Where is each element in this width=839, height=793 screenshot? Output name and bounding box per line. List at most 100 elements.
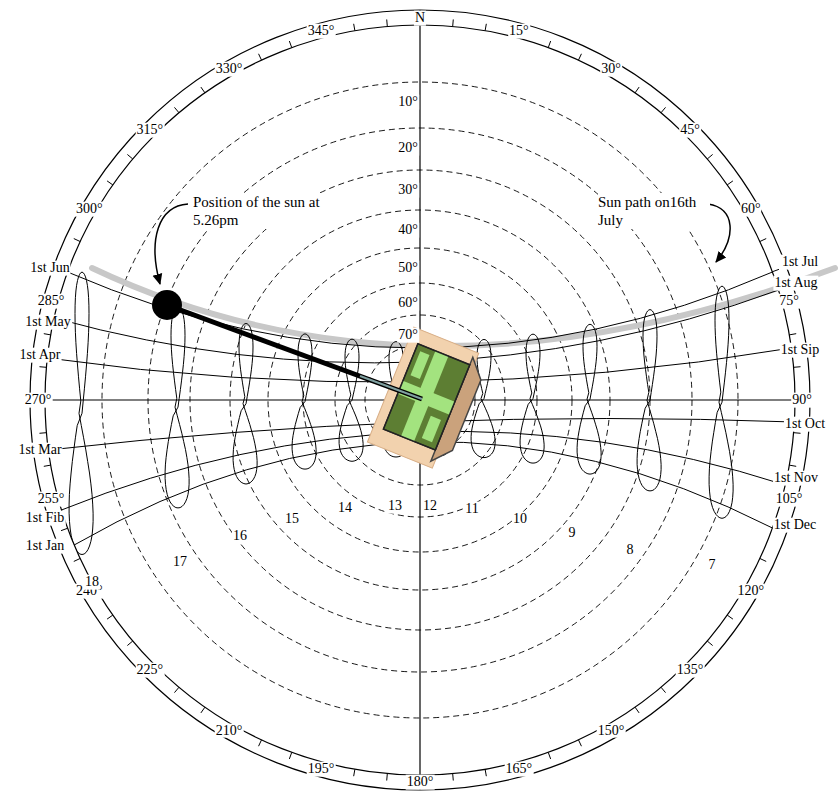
altitude-label: 30° xyxy=(397,183,419,198)
compass-tick xyxy=(174,107,178,112)
compass-tick xyxy=(794,432,801,434)
sun-ray xyxy=(152,290,422,399)
compass-tick xyxy=(548,41,550,48)
compass-tick xyxy=(452,19,454,26)
compass-tick xyxy=(760,558,766,561)
compass-tick xyxy=(201,707,205,713)
date-lines xyxy=(47,272,794,545)
compass-tick xyxy=(74,558,80,561)
bearing-label: 180° xyxy=(406,775,435,790)
callout-note: Position of the sun at 5.26pm xyxy=(193,193,325,229)
bearing-label: 135° xyxy=(676,663,705,678)
north-label: N xyxy=(414,11,426,26)
bearing-label: 225° xyxy=(136,663,165,678)
compass-tick xyxy=(354,769,355,776)
hour-label: 12 xyxy=(422,499,438,514)
compass-tick xyxy=(386,19,388,26)
compass-tick xyxy=(789,465,796,466)
hour-label: 17 xyxy=(172,555,188,570)
compass-tick xyxy=(259,740,262,746)
hour-label: 18 xyxy=(84,575,100,590)
analemma xyxy=(233,324,257,485)
altitude-label: 50° xyxy=(397,261,419,276)
compass-tick xyxy=(39,432,46,434)
altitude-label: 70° xyxy=(397,328,419,343)
compass-tick xyxy=(354,24,355,31)
month-label: 1st Sip xyxy=(780,343,821,358)
bearing-label: 330° xyxy=(215,62,244,77)
analemma xyxy=(69,272,93,554)
bearing-label: 255° xyxy=(37,492,66,507)
altitude-label: 20° xyxy=(397,141,419,156)
compass-tick xyxy=(635,87,639,93)
analemma xyxy=(637,310,661,491)
bearing-label: 270° xyxy=(24,393,53,408)
analemma xyxy=(577,324,601,474)
axes xyxy=(45,25,795,775)
hour-label: 9 xyxy=(568,526,577,541)
compass-ring xyxy=(30,10,810,790)
month-label: 1st Mar xyxy=(17,443,62,458)
bearing-label: 285° xyxy=(37,294,66,309)
bearing-label: 195° xyxy=(307,762,336,777)
hour-label: 16 xyxy=(232,529,248,544)
compass-tick xyxy=(452,774,454,781)
hour-analemmas xyxy=(69,272,733,554)
compass-tick xyxy=(386,774,388,781)
altitude-label: 40° xyxy=(397,223,419,238)
compass-tick xyxy=(578,54,581,60)
compass-tick xyxy=(485,769,486,776)
bearing-label: 90° xyxy=(791,393,813,408)
compass-tick xyxy=(174,687,178,692)
bearing-label: 315° xyxy=(136,123,165,138)
compass-tick xyxy=(789,334,796,335)
month-label: 1st May xyxy=(24,315,72,330)
compass-tick xyxy=(289,41,291,48)
month-label: 1st Fib xyxy=(25,511,66,526)
compass-tick xyxy=(635,707,639,713)
bearing-label: 45° xyxy=(679,123,701,138)
july-sun-path xyxy=(92,268,835,346)
compass-tick xyxy=(707,641,712,645)
compass-tick xyxy=(74,239,80,242)
building-plan xyxy=(367,327,489,473)
hour-label: 7 xyxy=(708,558,717,573)
bearing-label: 150° xyxy=(597,723,626,738)
compass-tick xyxy=(772,269,779,271)
hour-label: 8 xyxy=(626,543,635,558)
compass-tick xyxy=(44,334,51,335)
hour-label: 15 xyxy=(284,512,300,527)
compass-tick xyxy=(578,740,581,746)
compass-tick xyxy=(727,615,733,619)
month-label: 1st Oct xyxy=(784,417,826,432)
month-label: 1st Dec xyxy=(773,518,817,533)
compass-tick xyxy=(485,24,486,31)
month-label: 1st Nov xyxy=(773,471,819,486)
bearing-label: 165° xyxy=(505,762,534,777)
compass-tick xyxy=(39,366,46,368)
compass-tick xyxy=(127,641,132,645)
altitude-label: 10° xyxy=(397,95,419,110)
month-label: 1st Jun xyxy=(29,261,70,276)
bearing-label: 345° xyxy=(307,24,336,39)
hour-label: 14 xyxy=(337,501,353,516)
compass-tick xyxy=(661,107,665,112)
hour-label: 10 xyxy=(512,512,528,527)
bearing-label: 75° xyxy=(778,294,800,309)
hour-label: 13 xyxy=(387,499,403,514)
compass-tick xyxy=(259,54,262,60)
compass-tick xyxy=(61,528,68,530)
compass-ticks xyxy=(30,10,810,790)
hour-label: 11 xyxy=(464,502,479,517)
compass-tick xyxy=(661,687,665,692)
analemma xyxy=(165,306,189,508)
bearing-label: 60° xyxy=(740,202,762,217)
month-label: 1st Apr xyxy=(19,348,62,363)
compass-tick xyxy=(44,465,51,466)
analemma xyxy=(339,339,363,461)
compass-tick xyxy=(760,239,766,242)
analemma xyxy=(709,286,733,518)
bearing-label: 300° xyxy=(75,202,104,217)
